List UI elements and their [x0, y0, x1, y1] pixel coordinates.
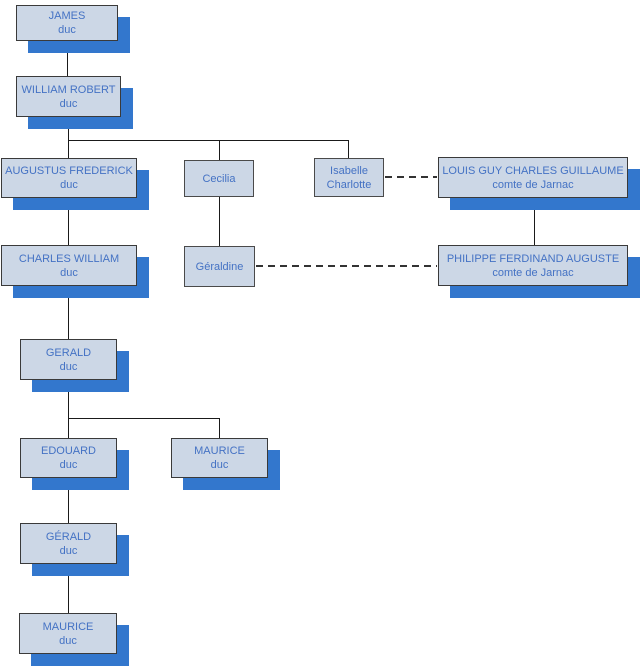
person-box-augustus-frederick: AUGUSTUS FREDERICK duc: [1, 158, 137, 198]
person-title-james: duc: [58, 24, 76, 36]
person-box-geraldine: Géraldine: [184, 246, 255, 287]
person-name-charles-william: CHARLES WILLIAM: [18, 252, 120, 265]
person-title-maurice-2: duc: [59, 634, 77, 647]
person-box-cecilia: Cecilia: [184, 160, 254, 197]
person-title-edouard: duc: [59, 459, 78, 471]
descent-line-bar-to-isabelle: [348, 140, 349, 158]
descent-line-william-to-bar: [68, 117, 69, 158]
person-name-philippe-ferdinand: PHILIPPE FERDINAND AUGUSTE: [446, 252, 620, 265]
descent-line-charles-to-gerald: [68, 286, 69, 339]
person-name-maurice-2: MAURICE: [42, 620, 94, 633]
person-name-maurice-1: MAURICE: [194, 445, 245, 457]
person-title-augustus-frederick: duc: [60, 179, 78, 191]
person-title-charles-william: duc: [60, 266, 78, 279]
descent-line-louis-to-philippe: [534, 198, 535, 245]
descent-line-bar-to-maurice: [219, 418, 220, 438]
person-title-william-robert: duc: [59, 97, 78, 110]
person-name-louis-guy: LOUIS GUY CHARLES GUILLAUME: [442, 164, 624, 177]
person-name-gerald-2: GÉRALD: [45, 530, 92, 543]
person-name-augustus-frederick: AUGUSTUS FREDERICK: [5, 165, 133, 177]
person-title-louis-guy: comte de Jarnac: [492, 178, 574, 191]
descent-line-gerald2-to-maurice2: [68, 564, 69, 613]
descent-line-generation-bar-top: [68, 140, 349, 141]
descent-line-augustus-to-charles: [68, 198, 69, 245]
person-box-edouard: EDOUARD duc: [20, 438, 117, 478]
person-name-geraldine: Géraldine: [195, 260, 244, 273]
descent-line-generation-bar-bottom: [68, 418, 220, 419]
descent-line-gerald-to-bar: [68, 380, 69, 438]
person-name-gerald-1: GERALD: [45, 346, 92, 359]
descent-line-bar-to-cecilia: [219, 140, 220, 160]
descent-line-cecilia-to-geraldine: [219, 197, 220, 246]
person-box-james: JAMES duc: [16, 5, 118, 41]
marriage-dash-line-geraldine-philippe-union: [256, 265, 437, 267]
person-box-maurice-1: MAURICE duc: [171, 438, 268, 478]
person-name-william-robert: WILLIAM ROBERT: [21, 83, 116, 96]
person-title-maurice-1: duc: [210, 459, 229, 471]
descent-line-james-to-william: [67, 41, 68, 76]
person-title-philippe-ferdinand: comte de Jarnac: [492, 266, 574, 279]
descent-line-edouard-to-gerald2: [68, 478, 69, 523]
person-title-gerald-1: duc: [59, 360, 78, 373]
person-title-gerald-2: duc: [59, 544, 78, 557]
person-box-isabelle-charlotte: Isabelle Charlotte: [314, 158, 384, 197]
person-name-isabelle-charlotte: Isabelle Charlotte: [326, 164, 372, 191]
marriage-dash-line-isabelle-louis-union: [385, 176, 437, 178]
person-name-cecilia: Cecilia: [202, 172, 236, 185]
person-name-edouard: EDOUARD: [40, 445, 96, 457]
person-name-james: JAMES: [48, 10, 86, 22]
